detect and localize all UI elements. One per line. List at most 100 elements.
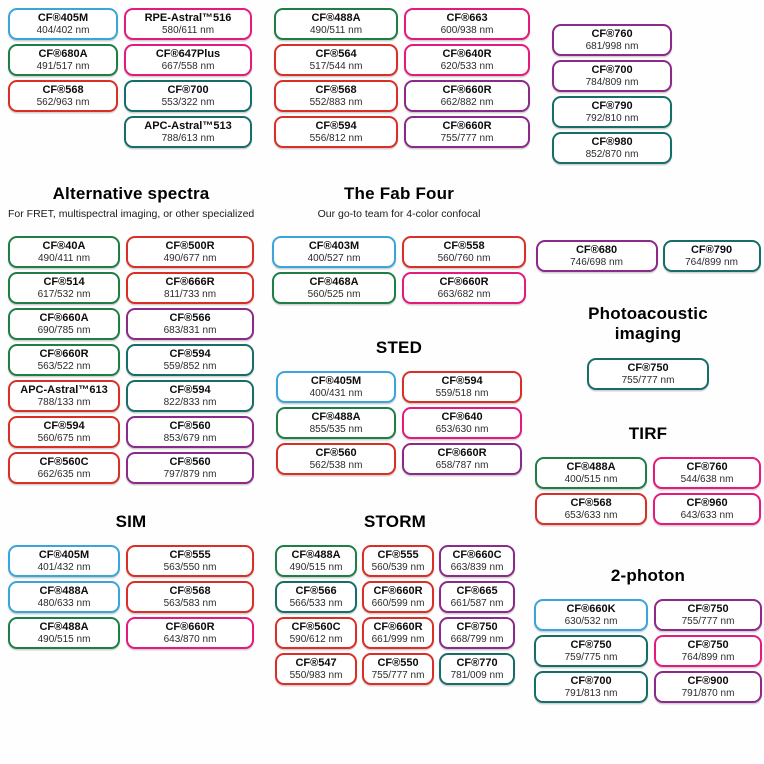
dye-wavelengths: 560/525 nm (307, 288, 361, 300)
dye-wavelengths: 400/527 nm (307, 252, 361, 264)
dye-wavelengths: 755/777 nm (440, 132, 494, 144)
dye-name: CF®514 (43, 275, 85, 288)
section-title: SIM (115, 512, 147, 531)
dye-name: CF®468A (309, 275, 359, 288)
dye-name: CF®790 (591, 99, 633, 112)
dye-wavelengths: 661/587 nm (450, 597, 504, 609)
dye-name: CF®665 (456, 584, 498, 597)
dye-wavelengths: 683/831 nm (163, 324, 217, 336)
dye-name: CF®700 (570, 674, 612, 687)
dye-wavelengths: 764/899 nm (685, 256, 738, 268)
dye-name: CF®405M (38, 548, 90, 561)
dye-name: CF®566 (295, 584, 337, 597)
dye-name: CF®660A (39, 311, 89, 324)
dye-wavelengths: 661/999 nm (371, 633, 425, 645)
dye-wavelengths: 562/538 nm (309, 459, 363, 471)
dye-wavelengths: 788/133 nm (37, 396, 91, 408)
dye-wavelengths: 559/852 nm (163, 360, 217, 372)
dye-name: CF®647Plus (155, 47, 221, 60)
dye-name: APC-Astral™513 (144, 119, 232, 132)
dye-wavelengths: 667/558 nm (161, 60, 215, 72)
dye-name: CF®660R (39, 347, 89, 360)
dye-name: CF®488A (566, 460, 616, 473)
dye-wavelengths: 663/682 nm (437, 288, 491, 300)
dye-wavelengths: 788/613 nm (161, 132, 215, 144)
dye-wavelengths: 552/883 nm (309, 96, 363, 108)
dye-name: CF®790 (690, 243, 733, 256)
dye-wavelengths: 560/539 nm (371, 561, 425, 573)
dye-wavelengths: 759/775 nm (564, 651, 618, 663)
dye-wavelengths: 617/532 nm (37, 288, 91, 300)
dye-name: CF®680 (575, 243, 618, 256)
dye-wavelengths: 791/813 nm (564, 687, 618, 699)
dye-name: CF®403M (308, 239, 360, 252)
dye-wavelengths: 662/635 nm (37, 468, 91, 480)
dye-wavelengths: 643/870 nm (163, 633, 217, 645)
dye-wavelengths: 690/785 nm (37, 324, 91, 336)
dye-wavelengths: 580/611 nm (161, 24, 215, 36)
dye-wavelengths: 811/733 nm (163, 288, 217, 300)
dye-wavelengths: 791/870 nm (681, 687, 735, 699)
dye-wavelengths: 663/839 nm (450, 561, 504, 573)
dye-name: CF®488A (39, 584, 89, 597)
section-title: STORM (363, 512, 427, 531)
dye-name: CF®660R (442, 83, 492, 96)
dye-wavelengths: 653/630 nm (435, 423, 489, 435)
dye-wavelengths: 553/322 nm (161, 96, 215, 108)
dye-name: CF®660R (442, 119, 492, 132)
dye-wavelengths: 563/583 nm (163, 597, 217, 609)
dye-name: CF®560 (315, 446, 357, 459)
dye-wavelengths: 556/812 nm (309, 132, 363, 144)
dye-name: RPE-Astral™516 (144, 11, 232, 24)
dye-wavelengths: 653/633 nm (564, 509, 618, 521)
dye-name: CF®594 (169, 347, 211, 360)
dye-wavelengths: 401/432 nm (37, 561, 91, 573)
dye-name: CF®568 (315, 83, 357, 96)
dye-wavelengths: 797/879 nm (163, 468, 217, 480)
section-title: STED (375, 338, 423, 357)
